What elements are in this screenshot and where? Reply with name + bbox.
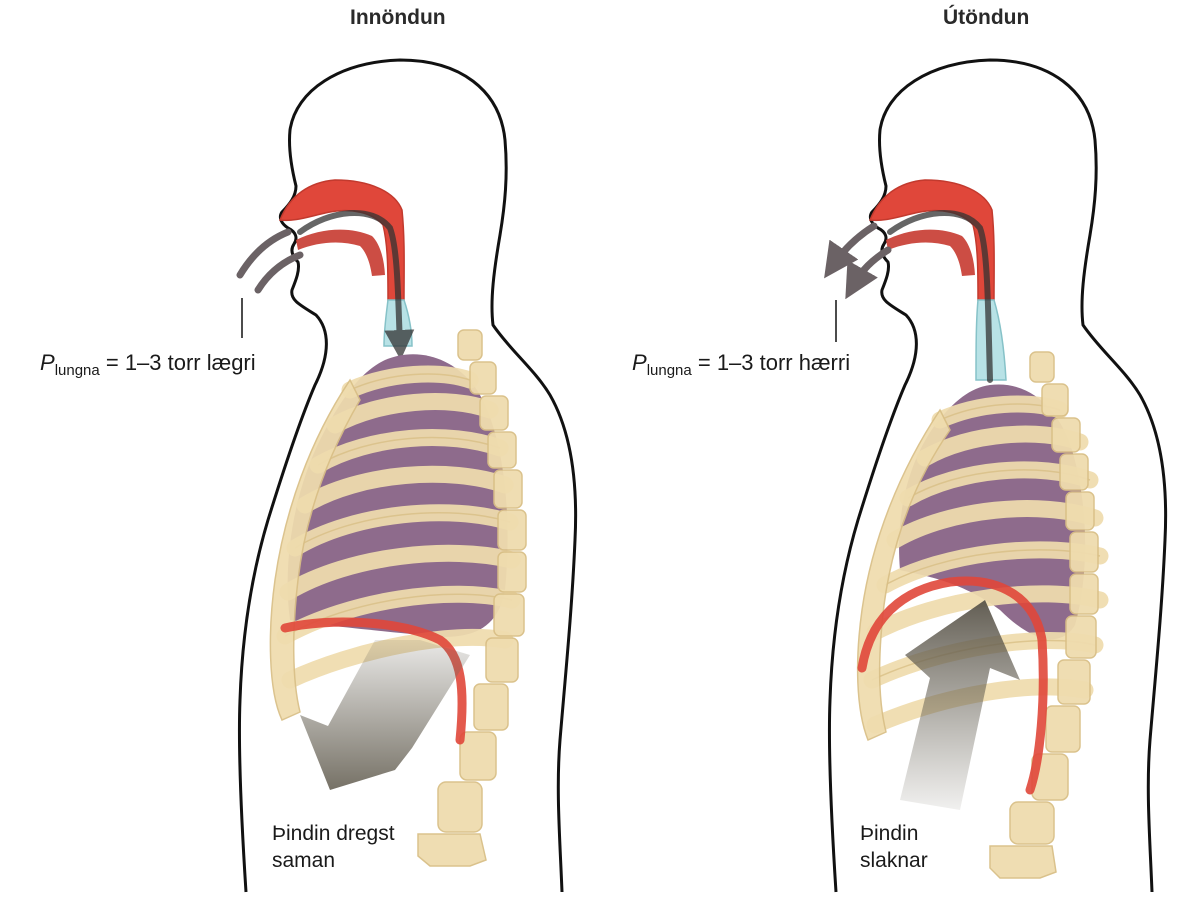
body-outline (237, 58, 578, 893)
pressure-subscript: lungna (54, 362, 100, 379)
oral-airway (886, 229, 975, 276)
pressure-label-exhalation: Plungna = 1–3 torr hærri (632, 350, 850, 379)
airway-flow-line (887, 209, 993, 383)
pressure-value: = 1–3 torr hærri (697, 350, 851, 375)
caption-exhalation: Þindin slaknar (860, 820, 928, 874)
nasal-cavity (278, 179, 405, 301)
airflow-arrow-icon (824, 222, 892, 300)
diaphragm (280, 617, 467, 745)
pressure-symbol: P (632, 350, 647, 375)
spine (989, 351, 1099, 879)
panel-title-inhalation: Innöndun (350, 6, 446, 29)
sternum (856, 408, 951, 742)
pressure-label-inhalation: Plungna = 1–3 torr lægri (40, 350, 256, 379)
diaphragm-arrow-icon (300, 640, 470, 790)
panel-exhalation (824, 58, 1168, 893)
caption-line: Þindin (860, 822, 919, 845)
pressure-subscript: lungna (646, 362, 692, 379)
nasal-cavity (868, 179, 995, 301)
diaphragm (857, 576, 1048, 795)
diaphragm-arrow-icon (900, 600, 1020, 810)
body-outline (827, 58, 1168, 893)
caption-line: saman (272, 849, 336, 872)
spine (417, 329, 527, 867)
pressure-symbol: P (40, 350, 55, 375)
airway-flow-line (297, 209, 415, 360)
oral-airway (296, 229, 385, 276)
panel-title-exhalation: Útöndun (943, 6, 1030, 29)
panel-inhalation (236, 58, 578, 893)
sternum (269, 378, 361, 721)
pressure-value: = 1–3 torr lægri (105, 350, 256, 375)
caption-inhalation: Þindin dregst saman (272, 820, 395, 874)
caption-line: Þindin dregst (272, 822, 395, 845)
caption-line: slaknar (860, 849, 928, 872)
airflow-arrow-icon (236, 228, 304, 294)
